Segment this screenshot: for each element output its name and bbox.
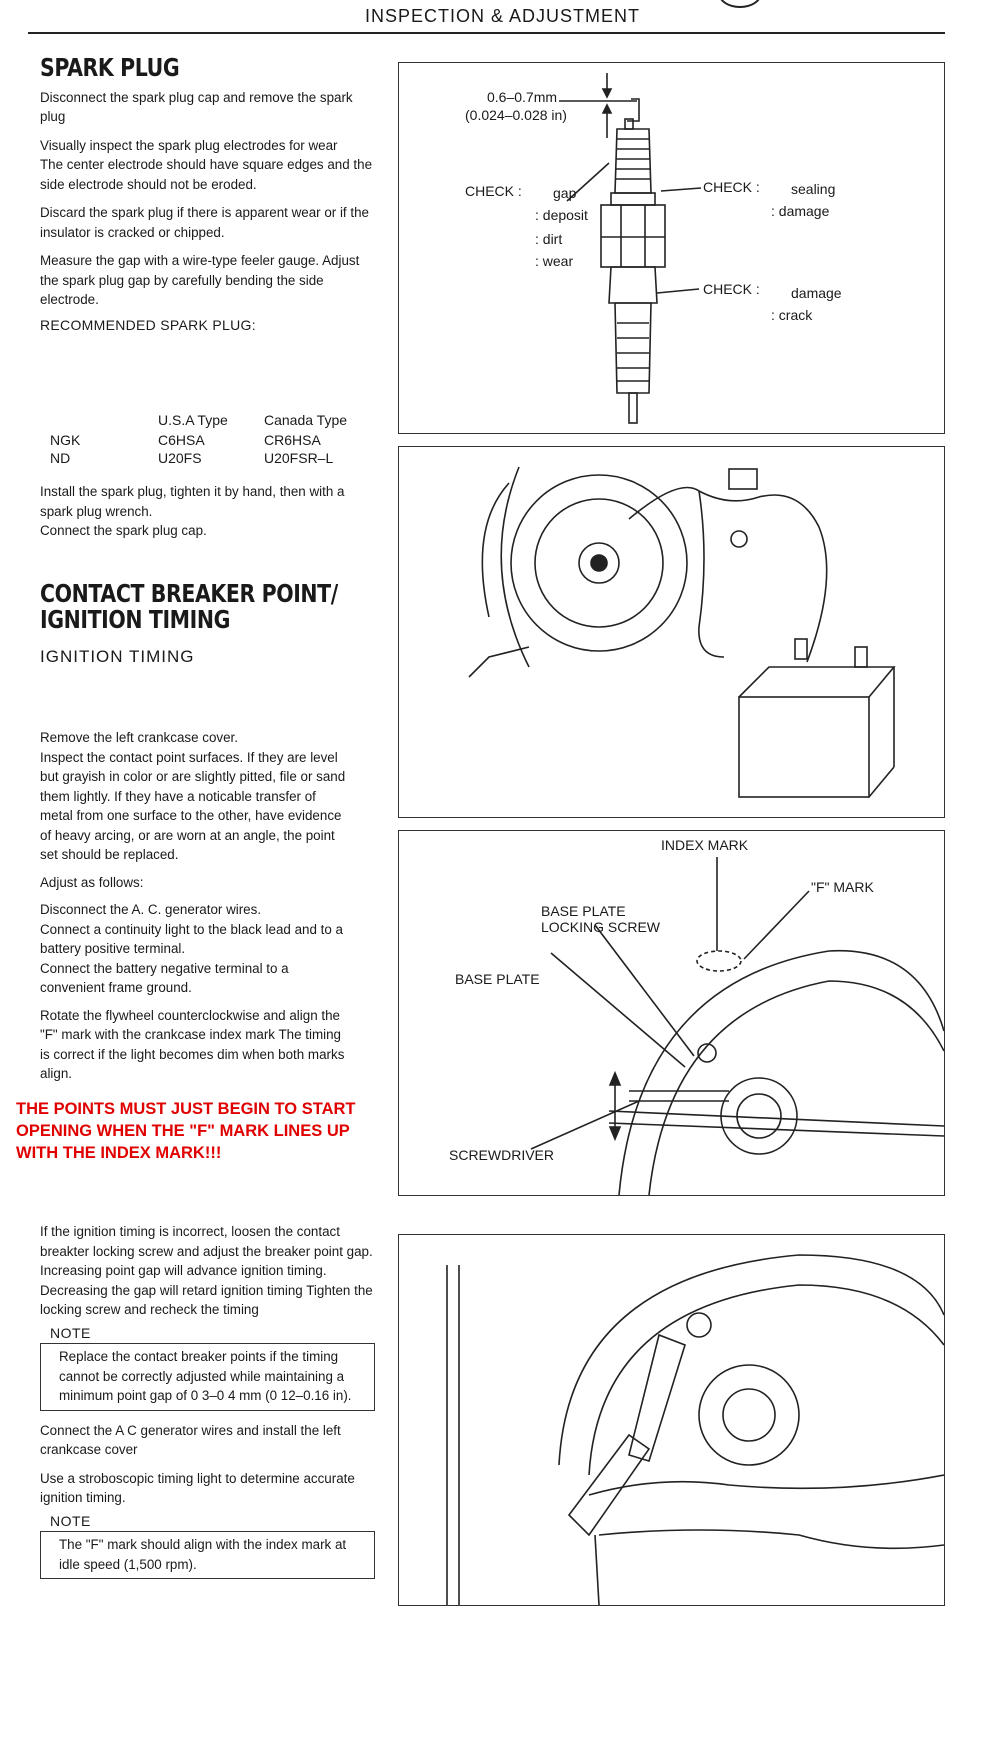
note-label: NOTE: [50, 1324, 91, 1341]
base-plate-screw-label: BASE PLATE: [541, 903, 626, 919]
spark-plug-heading: SPARK PLUG: [40, 53, 180, 82]
paragraph: Discard the spark plug if there is appar…: [40, 205, 369, 240]
table-cell-usa: U20FS: [158, 450, 202, 466]
table-cell-usa: C6HSA: [158, 432, 205, 448]
point-adjust-figure: [398, 1234, 945, 1606]
paragraph: If the ignition timing is incorrect, loo…: [40, 1224, 373, 1317]
screwdriver-label: SCREWDRIVER: [449, 1147, 555, 1163]
index-mark-label: INDEX MARK: [661, 837, 749, 853]
install-section: Install the spark plug, tighten it by ha…: [40, 482, 375, 541]
paragraph: Connect the A C generator wires and inst…: [40, 1422, 341, 1458]
table-cell-canada: CR6HSA: [264, 432, 321, 448]
continuity-light-drawing: [468, 466, 896, 798]
paragraph: Remove the left crankcase cover.: [40, 730, 238, 745]
contact-breaker-heading: CONTACT BREAKER POINT/: [40, 579, 338, 608]
paragraph: Rotate the flywheel counterclockwise and…: [40, 1007, 345, 1082]
page-title: INSPECTION & ADJUSTMENT: [365, 6, 641, 26]
timing-marks-drawing: [530, 857, 944, 1195]
adjust-title: Adjust as follows:: [40, 874, 144, 890]
note-text: Replace the contact breaker points if th…: [59, 1349, 352, 1403]
spark-plug-table: U.S.A Type Canada Type NGK C6HSA CR6HSA …: [40, 412, 375, 470]
table-cell-canada: U20FSR–L: [264, 450, 334, 466]
spark-plug-figure: 0.6–0.7mm (0.024–0.028 in) CHECK : gap :…: [398, 62, 945, 434]
paragraph: Connect a continuity light to the black …: [40, 921, 343, 957]
note-box: The "F" mark should align with the index…: [40, 1531, 375, 1579]
note-label: NOTE: [50, 1512, 91, 1529]
header-rule: [28, 32, 945, 34]
ignition-timing-subheading: IGNITION TIMING: [40, 647, 195, 666]
spark-plug-section: SPARK PLUG Disconnect the spark plug cap…: [40, 53, 375, 335]
paragraph: Inspect the contact point surfaces. If t…: [40, 749, 346, 863]
paragraph: Measure the gap with a wire-type feeler …: [40, 253, 360, 307]
contact-breaker-section: CONTACT BREAKER POINT/ IGNITION TIMING I…: [40, 579, 375, 667]
check-right-top-label: CHECK :: [703, 179, 760, 195]
gap-in-label: (0.024–0.028 in): [465, 107, 567, 123]
spark-plug-drawing: [559, 73, 702, 424]
paragraph: Connect the battery negative terminal to…: [40, 960, 289, 996]
check-item: sealing: [791, 181, 836, 197]
red-warning-note: THE POINTS MUST JUST BEGIN TO START OPEN…: [16, 1100, 356, 1162]
contact-breaker-body: Remove the left crankcase cover. Inspect…: [40, 728, 350, 1084]
table-cell-brand: ND: [50, 450, 71, 466]
table-cell-brand: NGK: [50, 432, 81, 448]
col-usa-header: U.S.A Type: [158, 412, 228, 428]
paragraph: Use a stroboscopic timing light to deter…: [40, 1470, 355, 1506]
paragraph: Disconnect the spark plug cap and remove…: [40, 89, 353, 125]
timing-marks-figure: INDEX MARK "F" MARK BASE PLATE LOCKING S…: [398, 830, 945, 1196]
check-item: : dirt: [535, 231, 563, 247]
check-item: : deposit: [535, 207, 588, 223]
timing-adjust-section: If the ignition timing is incorrect, loo…: [40, 1222, 375, 1579]
gap-mm-label: 0.6–0.7mm: [487, 89, 558, 105]
check-item: : damage: [771, 203, 830, 219]
page-header: INSPECTION & ADJUSTMENT: [0, 0, 1008, 40]
note-text: The "F" mark should align with the index…: [59, 1537, 347, 1572]
continuity-light-figure: [398, 446, 945, 818]
paragraph: Disconnect the A. C. generator wires.: [40, 902, 262, 917]
paragraph: Connect the spark plug cap.: [40, 523, 207, 538]
contact-breaker-heading-2: IGNITION TIMING: [40, 604, 231, 634]
header-logo-circle: [718, 0, 762, 8]
locking-screw-label: LOCKING SCREW: [541, 919, 661, 935]
check-item: damage: [791, 285, 842, 301]
paragraph: The center electrode should have square …: [40, 157, 373, 192]
recommended-title: RECOMMENDED SPARK PLUG:: [40, 316, 256, 333]
check-item: : crack: [771, 307, 813, 323]
paragraph: Install the spark plug, tighten it by ha…: [40, 484, 345, 519]
check-item: gap: [553, 185, 577, 201]
col-canada-header: Canada Type: [264, 412, 348, 428]
note-box: Replace the contact breaker points if th…: [40, 1343, 375, 1411]
base-plate-label: BASE PLATE: [455, 971, 540, 987]
check-left-label: CHECK :: [465, 183, 522, 199]
check-item: : wear: [535, 253, 574, 269]
f-mark-label: "F" MARK: [811, 879, 874, 895]
point-adjust-drawing: [446, 1254, 944, 1605]
paragraph: Visually inspect the spark plug electrod…: [40, 137, 338, 153]
check-right-bottom-label: CHECK :: [703, 281, 760, 297]
